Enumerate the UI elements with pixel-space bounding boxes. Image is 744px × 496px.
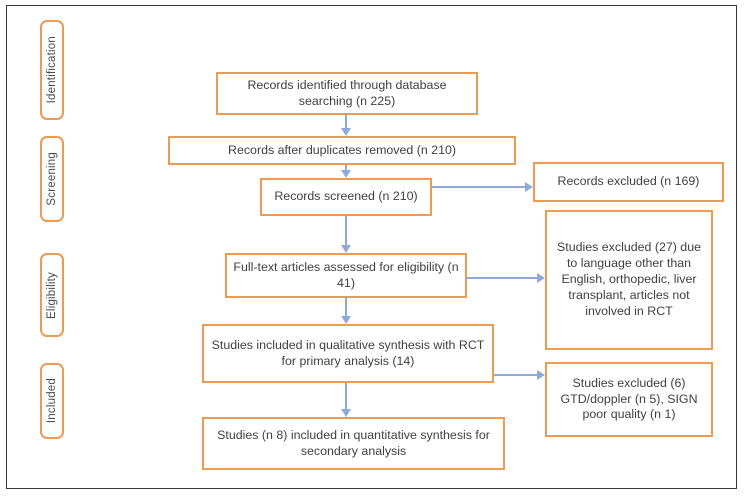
- arrow-screened-to-fulltext: [341, 216, 351, 253]
- arrowhead-right-icon: [525, 182, 533, 192]
- box-records-excluded-text: Records excluded (n 169): [557, 174, 700, 189]
- box-studies-excluded-language: Studies excluded (27) due to language ot…: [545, 210, 713, 350]
- arrowhead-down-icon: [341, 128, 351, 136]
- arrow-qualitative-to-studies-excluded-secondary: [494, 370, 545, 380]
- stage-tab-identification-label: Identification: [46, 36, 58, 104]
- box-studies-excluded-secondary-text: Studies excluded (6) GTD/doppler (n 5), …: [560, 375, 698, 422]
- box-qualitative-synthesis: Studies included in qualitative synthesi…: [202, 324, 494, 383]
- box-studies-excluded-language-text: Studies excluded (27) due to language ot…: [557, 240, 701, 318]
- box-fulltext-assessed: Full-text articles assessed for eligibil…: [225, 253, 467, 298]
- arrowhead-down-icon: [341, 409, 351, 417]
- arrow-duplicates-to-screened: [341, 165, 351, 178]
- box-records-after-duplicates-text: Records after duplicates removed (n 210): [228, 142, 456, 157]
- stage-tab-included-label: Included: [46, 378, 58, 424]
- arrow-fulltext-to-studies-excluded-language: [467, 273, 545, 283]
- box-records-screened-text: Records screened (n 210): [274, 189, 418, 204]
- box-records-excluded: Records excluded (n 169): [533, 162, 724, 202]
- arrowhead-right-icon: [537, 370, 545, 380]
- arrowhead-right-icon: [537, 273, 545, 283]
- box-records-screened: Records screened (n 210): [260, 178, 432, 216]
- box-records-after-duplicates: Records after duplicates removed (n 210): [168, 136, 516, 165]
- stage-tab-eligibility: Eligibility: [40, 253, 64, 337]
- box-records-identified-text: Records identified through database sear…: [247, 77, 447, 108]
- stage-tab-identification: Identification: [40, 20, 64, 120]
- stage-tab-screening-label: Screening: [46, 152, 58, 206]
- arrow-screened-to-records-excluded: [432, 182, 533, 192]
- arrow-qualitative-to-quantitative: [341, 383, 351, 417]
- arrow-fulltext-to-qualitative: [341, 298, 351, 324]
- box-fulltext-assessed-text: Full-text articles assessed for eligibil…: [233, 259, 459, 290]
- box-quantitative-synthesis: Studies (n 8) included in quantitative s…: [202, 417, 505, 470]
- box-qualitative-synthesis-text: Studies included in qualitative synthesi…: [211, 337, 485, 368]
- arrowhead-down-icon: [341, 316, 351, 324]
- stage-tab-screening: Screening: [40, 136, 64, 222]
- arrowhead-down-icon: [341, 170, 351, 178]
- arrowhead-down-icon: [341, 245, 351, 253]
- box-records-identified: Records identified through database sear…: [216, 72, 478, 115]
- stage-tab-included: Included: [40, 363, 64, 439]
- stage-tab-eligibility-label: Eligibility: [46, 271, 58, 319]
- box-quantitative-synthesis-text: Studies (n 8) included in quantitative s…: [217, 427, 490, 458]
- box-studies-excluded-secondary: Studies excluded (6) GTD/doppler (n 5), …: [545, 362, 713, 437]
- arrow-identified-to-duplicates: [341, 115, 351, 136]
